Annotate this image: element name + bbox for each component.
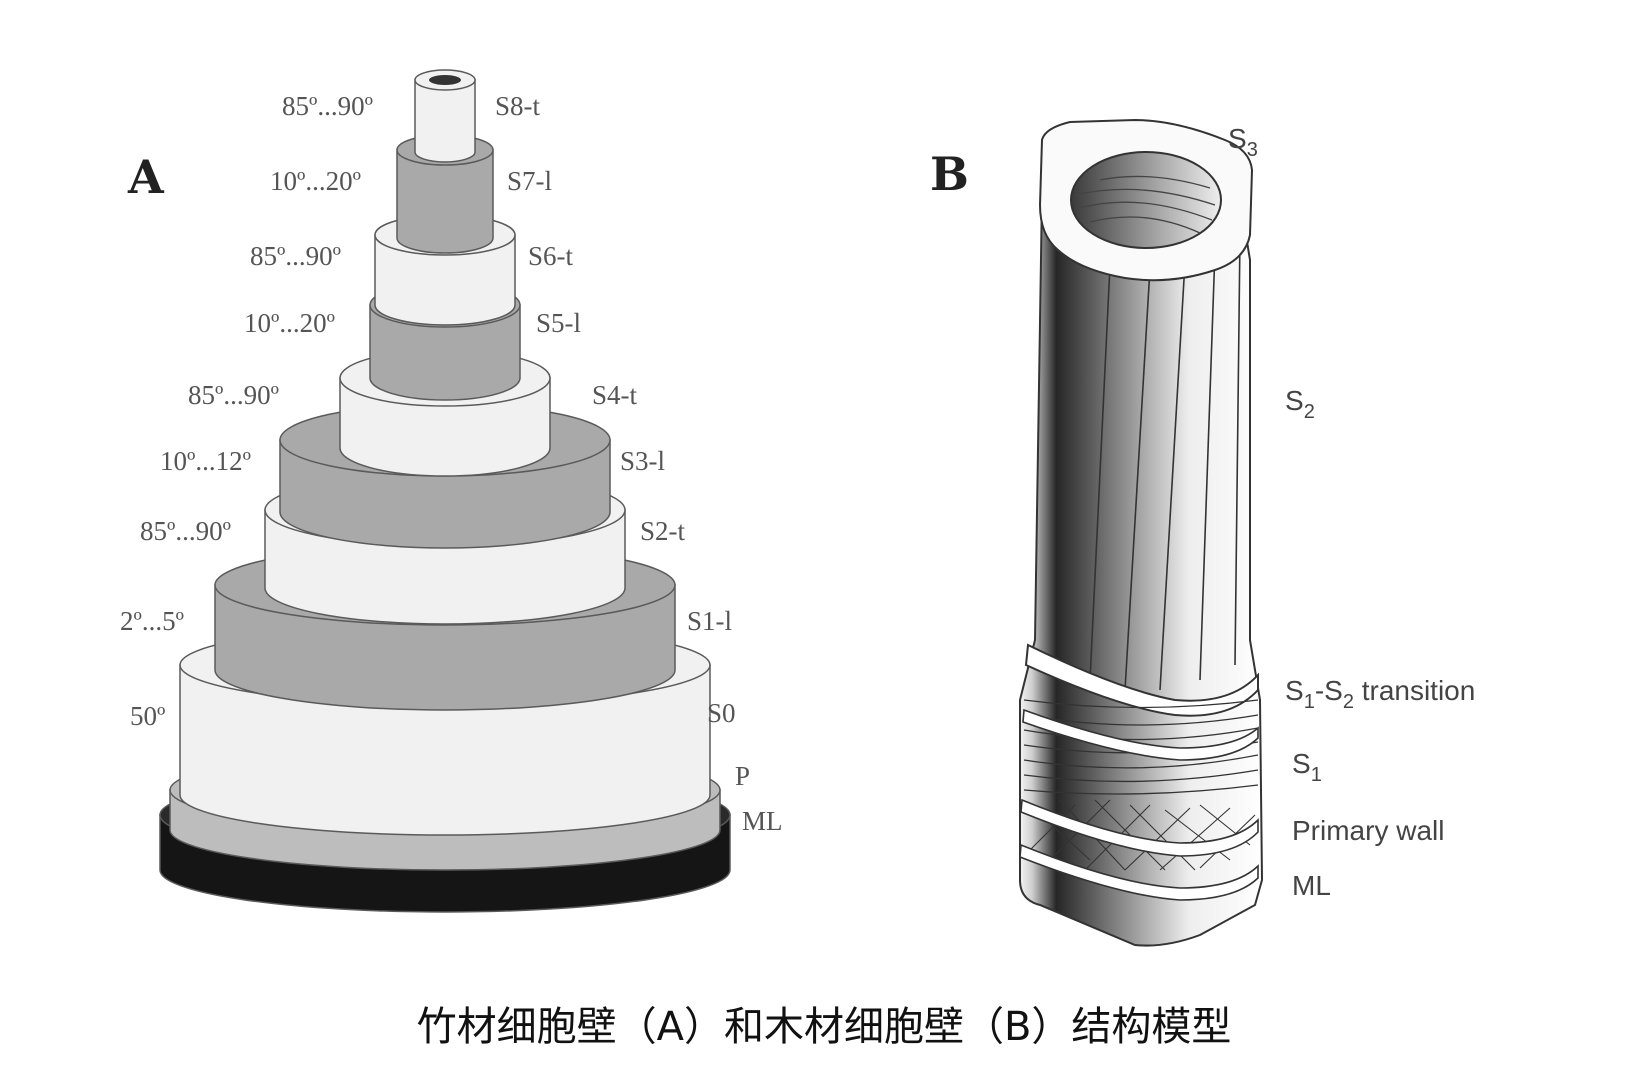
layer-label-s3-l: S3-l [620, 446, 665, 476]
panel-a-bamboo-wall-model: A 85º...90º 10º...20º 85º...90º 10º...20… [120, 69, 783, 913]
layer-label-s4-t: S4-t [592, 380, 638, 410]
layer-label-s7-l: S7-l [507, 166, 552, 196]
label-s3-main: S [1228, 123, 1247, 154]
fiber-tube [1019, 118, 1264, 947]
layer-labels: S8-t S7-l S6-t S5-l S4-t S3-l S2-t S1-l … [495, 91, 783, 836]
layered-cylinder-stack [159, 69, 731, 913]
panel-a-letter: A [127, 150, 165, 204]
angle-label-s0: 50º [130, 701, 165, 731]
figure-caption: 竹材细胞壁（A）和木材细胞壁（B）结构模型 [417, 1004, 1232, 1050]
label-ml: ML [1292, 870, 1331, 901]
label-trans-dash: -S [1315, 675, 1343, 706]
angle-label-s6: 85º...90º [250, 241, 341, 271]
label-s1-sub: 1 [1311, 764, 1322, 786]
s1-band [1022, 708, 1259, 761]
tube-body [1019, 178, 1264, 947]
label-trans-text: transition [1354, 675, 1475, 706]
layer-label-s8-t: S8-t [495, 91, 541, 121]
transition-band [1024, 643, 1259, 717]
layer-label-s2-t: S2-t [640, 516, 686, 546]
tier-s7-l-side [396, 149, 494, 254]
label-trans-sub2: 2 [1343, 691, 1354, 713]
layer-label-s5-l: S5-l [536, 308, 581, 338]
label-trans-s1: S [1285, 675, 1304, 706]
label-s2: S2 [1285, 385, 1315, 423]
tube-lumen [1070, 151, 1222, 249]
tier-s8-t-side [414, 79, 476, 163]
angle-label-s7: 10º...20º [270, 166, 361, 196]
angle-label-s8: 85º...90º [282, 91, 373, 121]
angle-labels: 85º...90º 10º...20º 85º...90º 10º...20º … [120, 91, 373, 731]
label-s3-sub: 3 [1247, 139, 1258, 161]
angle-label-s1: 2º...5º [120, 606, 184, 636]
label-s2-sub: 2 [1304, 401, 1315, 423]
s2-fibrils [1089, 234, 1241, 691]
center-lumen [429, 75, 461, 85]
layer-label-s0: S0 [707, 698, 736, 728]
label-trans-sub1: 1 [1304, 691, 1315, 713]
angle-label-s2: 85º...90º [140, 516, 231, 546]
angle-label-s3: 10º...12º [160, 446, 251, 476]
layer-label-s6-t: S6-t [528, 241, 574, 271]
tier-s6-t-side [374, 234, 516, 326]
ml-band-bottom [1019, 843, 1259, 901]
label-s1-s2-transition: S1-S2 transition [1285, 675, 1475, 713]
angle-label-s5: 10º...20º [244, 308, 335, 338]
tier-s0-side [179, 664, 711, 836]
ml-band-top [1020, 798, 1259, 857]
panel-b-wood-wall-model: B [930, 118, 1475, 947]
panel-b-letter: B [930, 147, 969, 201]
layer-label-s1-l: S1-l [687, 606, 732, 636]
angle-label-s4: 85º...90º [188, 380, 279, 410]
layer-label-ml: ML [742, 806, 783, 836]
label-primary-wall: Primary wall [1292, 815, 1444, 846]
label-s1-main: S [1292, 748, 1311, 779]
label-s3: S3 [1228, 123, 1258, 161]
lumen-lines [1074, 175, 1216, 234]
tier-s5-l-side [369, 304, 521, 401]
label-s1: S1 [1292, 748, 1322, 786]
label-s2-main: S [1285, 385, 1304, 416]
layer-label-p: P [735, 761, 750, 791]
